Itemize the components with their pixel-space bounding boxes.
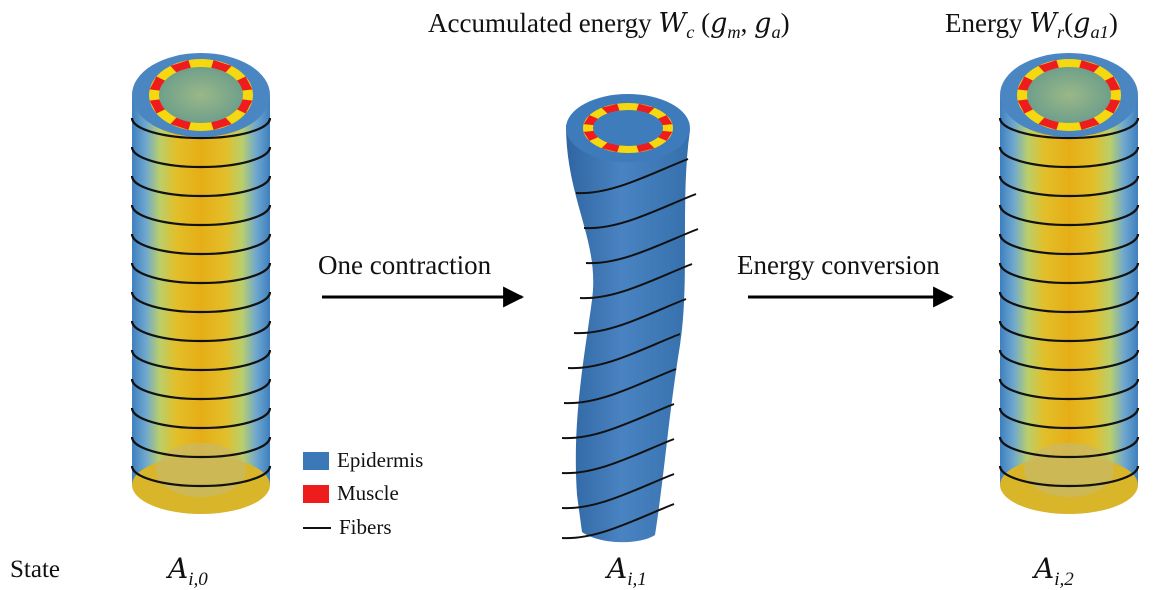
- fiber-line: [579, 263, 693, 300]
- fiber-line: [585, 228, 699, 265]
- fiber-line: [130, 378, 272, 401]
- legend-muscle: Muscle: [303, 481, 399, 506]
- label-energy-conversion: Energy conversion: [737, 250, 940, 280]
- fiber-line: [998, 407, 1140, 430]
- fiber-line: [583, 193, 697, 230]
- fiber-line: [130, 407, 272, 430]
- legend-epidermis-label: Epidermis: [337, 448, 424, 472]
- cylinder-lumen: [1027, 67, 1111, 123]
- fiber-line: [998, 378, 1140, 401]
- fiber-line: [998, 320, 1140, 343]
- fiber-line: [130, 117, 272, 140]
- fiber-line: [998, 204, 1140, 227]
- bent-cylinder-body: [566, 125, 690, 543]
- cylinder-inner-bottom: [1024, 443, 1114, 497]
- cylinder-state-1: [561, 94, 699, 543]
- fiber-line: [130, 465, 272, 488]
- fiber-line: [130, 436, 272, 459]
- bent-lumen: [593, 110, 663, 146]
- fiber-lines: [998, 117, 1140, 488]
- fiber-line: [998, 146, 1140, 169]
- fiber-line: [561, 473, 675, 510]
- state-label: State: [10, 556, 60, 583]
- muscle-segment: [636, 103, 655, 114]
- fiber-line: [130, 233, 272, 256]
- legend-muscle-label: Muscle: [337, 481, 399, 505]
- fiber-line: [998, 349, 1140, 372]
- cylinder-body: [1000, 95, 1138, 485]
- muscle-segment: [658, 115, 673, 126]
- fiber-line: [561, 403, 675, 440]
- legend-epidermis: Epidermis: [303, 448, 423, 473]
- cylinder-state-0: [130, 53, 272, 514]
- fiber-line: [998, 291, 1140, 314]
- muscle-segment: [601, 103, 620, 114]
- fiber-line: [567, 333, 681, 370]
- muscle-segment: [658, 130, 673, 141]
- fiber-line: [130, 204, 272, 227]
- epidermis-swatch: [303, 451, 329, 470]
- muscle-segment: [636, 142, 655, 153]
- fiber-line: [130, 320, 272, 343]
- fiber-line: [998, 465, 1140, 488]
- muscle-swatch: [303, 484, 329, 503]
- muscle-segment: [583, 115, 598, 126]
- legend-fibers-label: Fibers: [339, 515, 392, 539]
- fiber-line: [998, 175, 1140, 198]
- fiber-lines: [130, 117, 272, 488]
- state-a2: Ai,2: [1034, 552, 1074, 590]
- fiber-line: [998, 262, 1140, 285]
- title-energy: Energy Wr(ga1): [945, 8, 1118, 43]
- fiber-line: [561, 438, 675, 475]
- fiber-line: [130, 175, 272, 198]
- fiber-line: [998, 436, 1140, 459]
- fiber-line: [998, 233, 1140, 256]
- fiber-line: [575, 158, 689, 195]
- fiber-line: [130, 349, 272, 372]
- cylinder-inner-bottom: [156, 443, 246, 497]
- fiber-line: [561, 503, 675, 540]
- fiber-line: [563, 368, 677, 405]
- cylinder-state-2: [998, 53, 1140, 514]
- cylinder-body: [132, 95, 270, 485]
- fiber-lines-bent: [561, 158, 699, 540]
- cylinder-lumen: [159, 67, 243, 123]
- state-a1: Ai,1: [607, 552, 647, 590]
- muscle-segments: [583, 103, 673, 153]
- fiber-line: [130, 262, 272, 285]
- title-accumulated-energy: Accumulated energy Wc (gm, ga): [428, 8, 790, 43]
- fiber-line: [130, 291, 272, 314]
- state-a0: Ai,0: [168, 552, 208, 590]
- legend-fibers: Fibers: [339, 515, 392, 540]
- fiber-line: [130, 146, 272, 169]
- fiber-line: [573, 298, 687, 335]
- muscle-segment: [583, 130, 598, 141]
- label-one-contraction: One contraction: [318, 250, 492, 280]
- muscle-segment: [601, 142, 620, 153]
- fiber-line: [998, 117, 1140, 140]
